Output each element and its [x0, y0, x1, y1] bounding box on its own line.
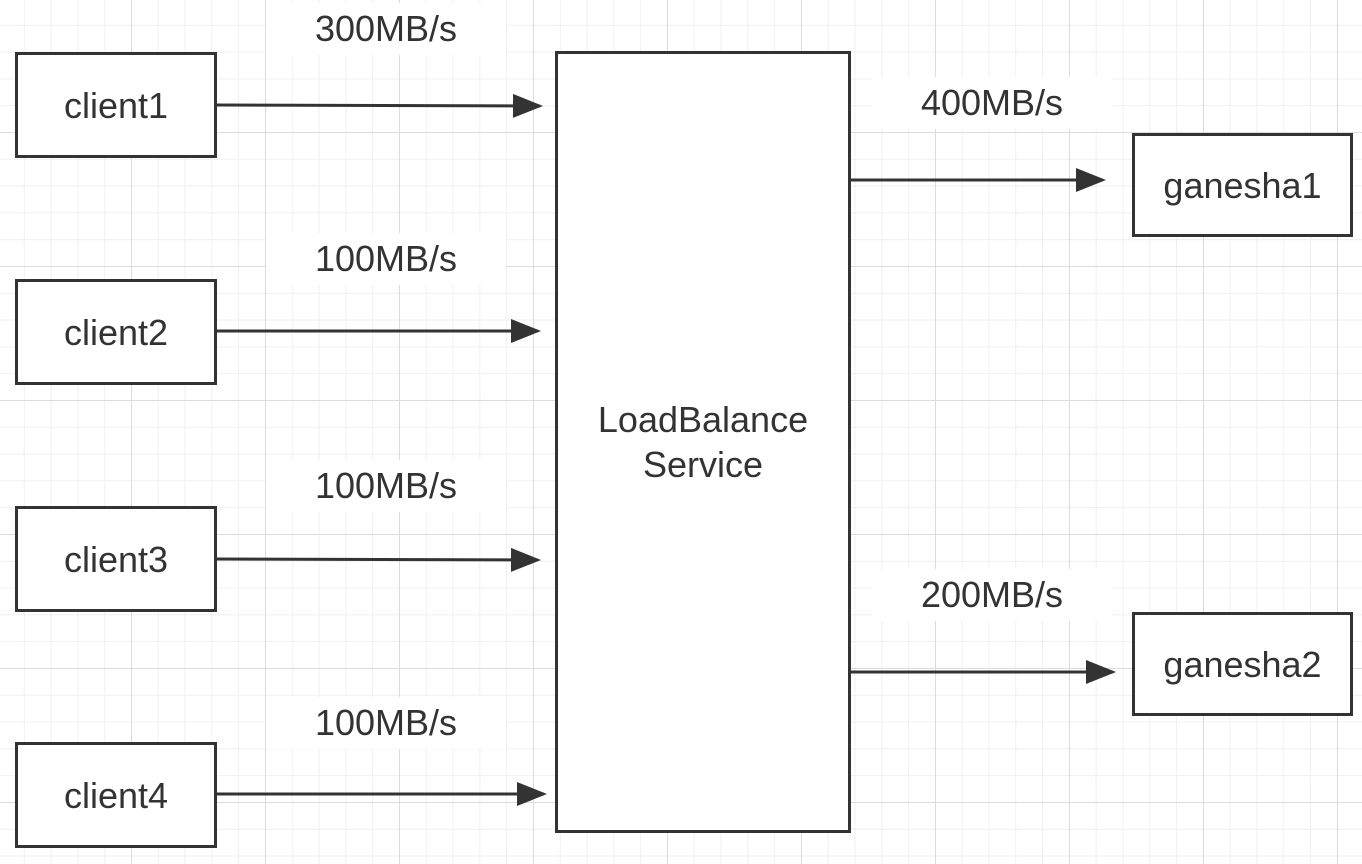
loadbalance-service-node[interactable]: LoadBalance Service: [555, 51, 851, 833]
edge-label-client1: 300MB/s: [266, 3, 506, 55]
ganesha1-node[interactable]: ganesha1: [1132, 133, 1353, 237]
client3-node[interactable]: client3: [15, 506, 217, 612]
ganesha2-node[interactable]: ganesha2: [1132, 612, 1353, 716]
edge-client3-to-loadbalance: [215, 547, 541, 572]
client1-node[interactable]: client1: [15, 52, 217, 158]
edge-label-ganesha1: 400MB/s: [872, 77, 1112, 129]
edge-label-client4: 100MB/s: [266, 697, 506, 749]
edge-label-ganesha2: 200MB/s: [872, 569, 1112, 621]
client2-node[interactable]: client2: [15, 279, 217, 385]
edge-label-client2: 100MB/s: [266, 233, 506, 285]
client4-node[interactable]: client4: [15, 742, 217, 848]
edge-client1-to-loadbalance: [215, 93, 543, 118]
edge-label-client3: 100MB/s: [266, 460, 506, 512]
